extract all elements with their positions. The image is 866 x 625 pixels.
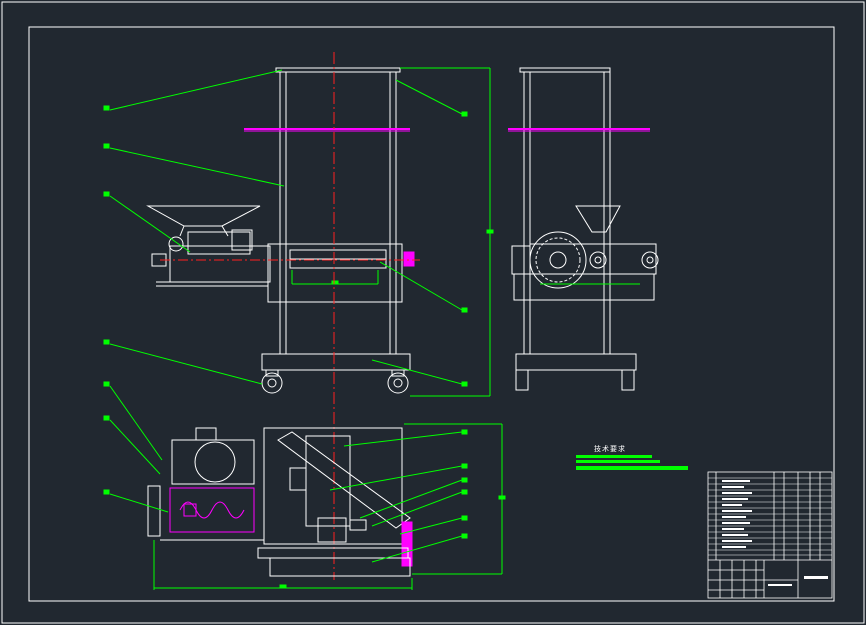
belt-guard	[277, 431, 411, 529]
inner-frame	[28, 26, 835, 602]
tech-requirements	[576, 455, 688, 470]
pulley-large	[529, 231, 587, 289]
side-top-plate	[519, 67, 611, 73]
screw-cage-frame	[267, 243, 403, 303]
screw-highlight	[169, 487, 255, 533]
top-view	[147, 423, 506, 590]
front-leaders	[103, 69, 468, 387]
base-frame	[261, 353, 411, 371]
hopper	[146, 205, 261, 227]
side-frame	[513, 273, 655, 301]
side-base	[515, 353, 637, 371]
left-column	[279, 71, 287, 355]
tech-requirements-title: 技术要求	[594, 445, 626, 453]
outlet-highlight	[403, 251, 415, 267]
caster-right	[387, 372, 409, 394]
right-column	[389, 71, 397, 355]
side-view	[508, 67, 659, 391]
top-motor	[171, 439, 255, 485]
title-block	[707, 471, 833, 599]
top-motor-vertical	[305, 435, 351, 527]
side-hopper	[575, 205, 621, 233]
top-leaders	[103, 381, 468, 563]
title-block-marks	[722, 480, 828, 586]
caster-left	[261, 372, 283, 394]
top-frame	[263, 427, 403, 545]
motor-body	[187, 231, 251, 255]
outlet-top-highlight	[401, 521, 413, 567]
title-block-rows	[708, 477, 832, 556]
pulley-small	[589, 251, 607, 269]
front-view	[146, 67, 494, 397]
top-plate	[275, 67, 401, 73]
press-housing	[169, 245, 271, 283]
